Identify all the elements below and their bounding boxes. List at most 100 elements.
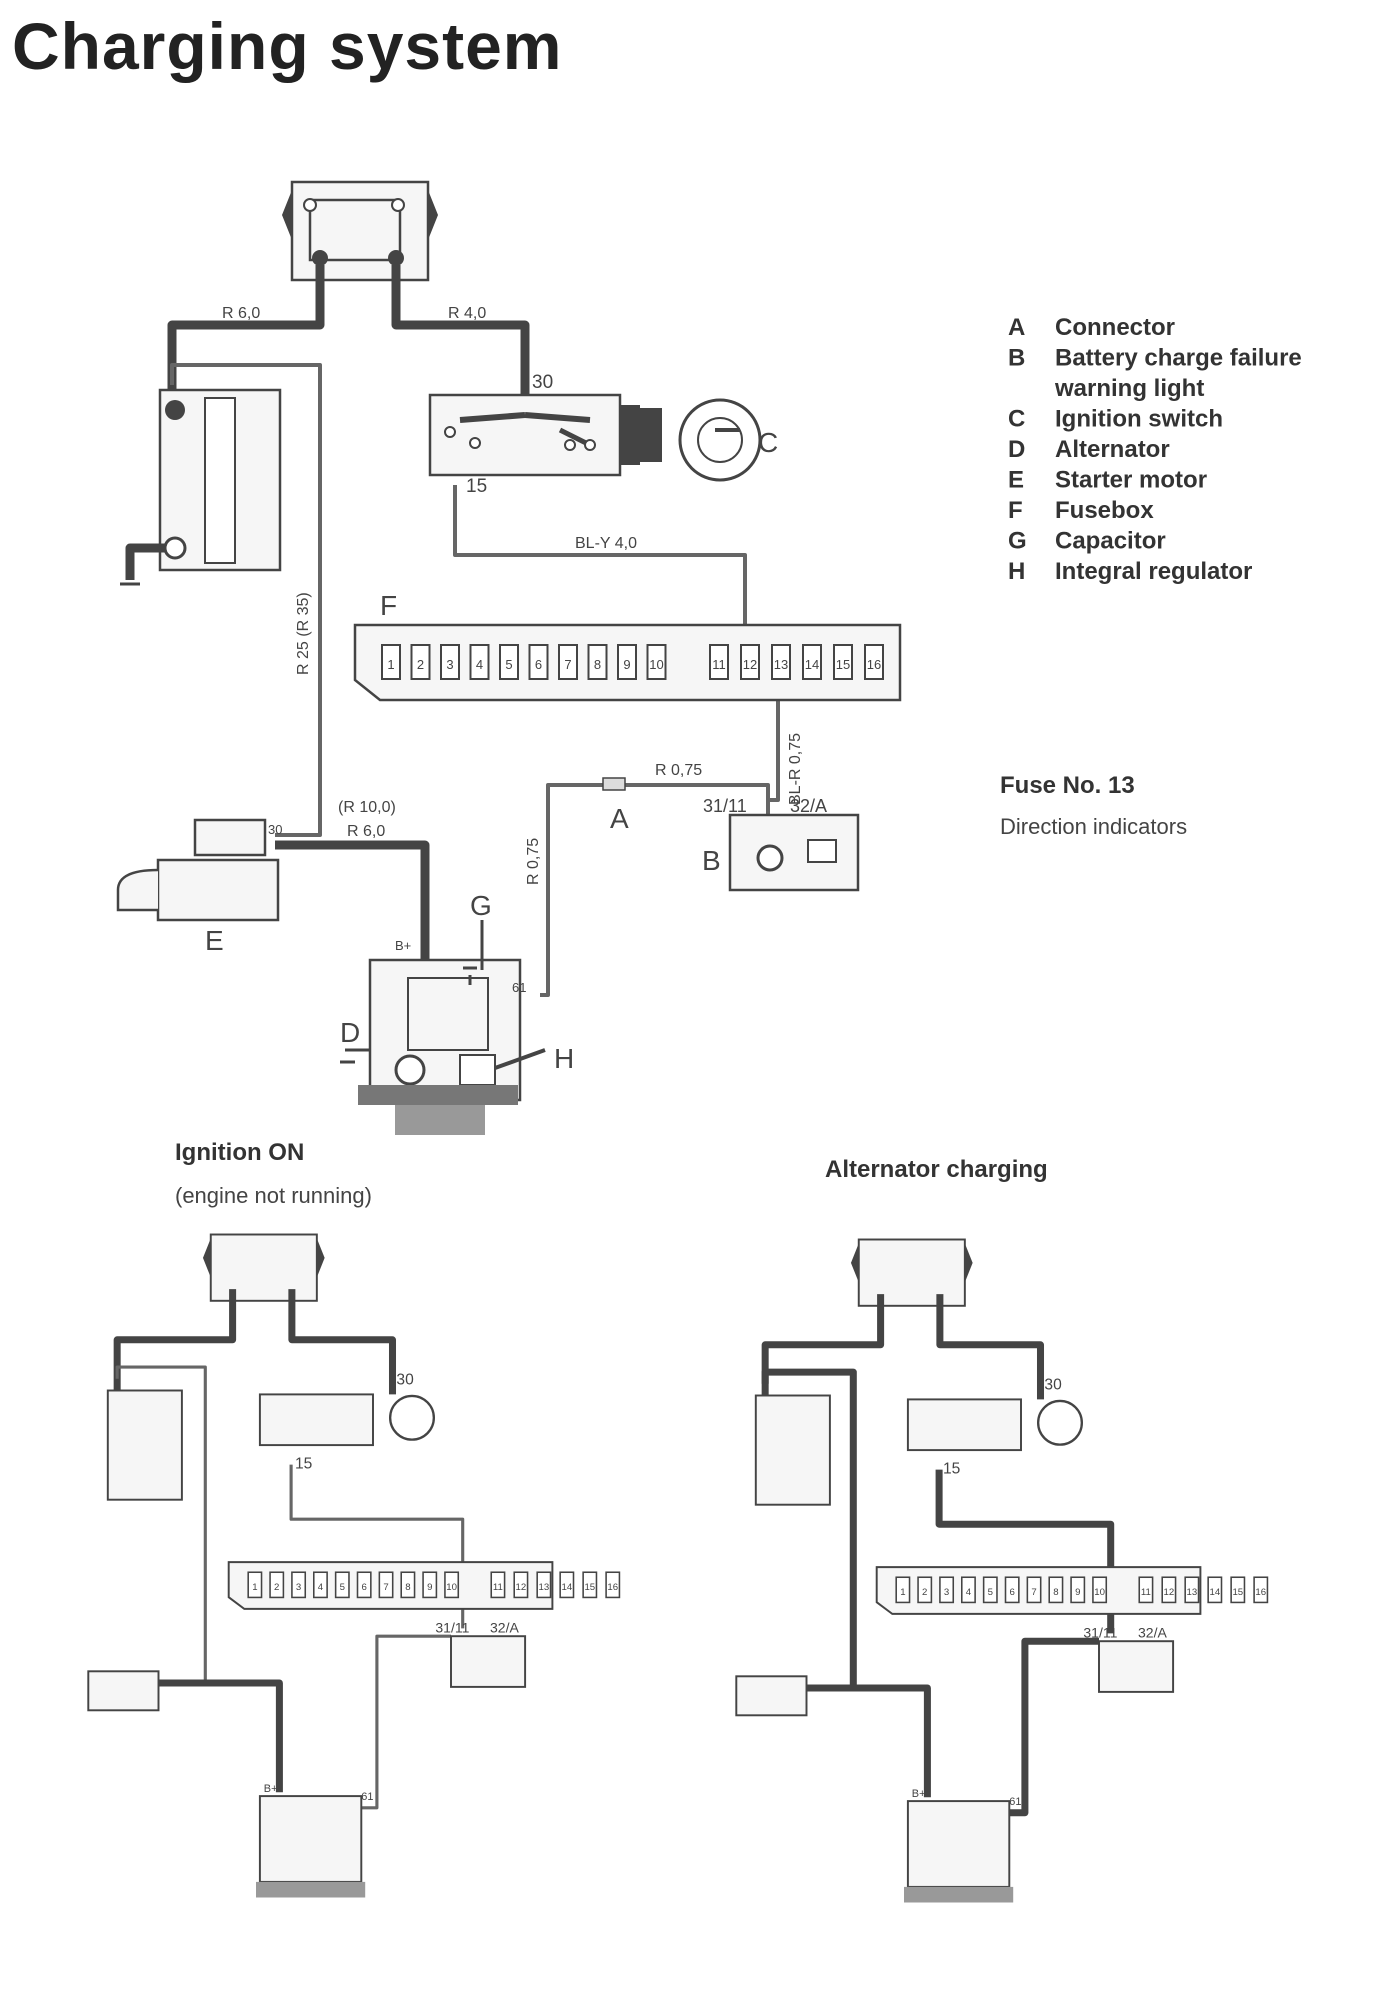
fuse-icon — [334, 1571, 350, 1599]
fuse-number: 11 — [712, 657, 726, 672]
fuse-number: 9 — [623, 657, 630, 672]
fuse-icon — [1161, 1576, 1177, 1604]
fuse-icon — [559, 1571, 575, 1599]
left-subdiagram-title: Ignition ON — [175, 1139, 304, 1166]
wire-label: R 0,75 — [525, 838, 542, 885]
terminal-label: 32/A — [790, 796, 827, 816]
fuse-icon — [864, 644, 884, 680]
fuse-icon — [833, 644, 853, 680]
alternator-icon — [340, 958, 522, 1135]
fuse-number: 8 — [1053, 1587, 1058, 1598]
fuse-icon — [1207, 1576, 1223, 1604]
legend-key: B — [1008, 345, 1025, 372]
fuse-icon — [444, 1571, 460, 1599]
fuse-note-title: Fuse No. 13 — [1000, 772, 1135, 799]
fuse-number: 2 — [922, 1587, 927, 1598]
fuse-icon — [1138, 1576, 1154, 1604]
legend-text: Fusebox — [1055, 497, 1154, 524]
ignition-switch-icon — [428, 393, 762, 482]
fuse-icon — [378, 1571, 394, 1599]
terminal-label: 30 — [532, 372, 553, 393]
legend-key: G — [1008, 528, 1027, 555]
fuse-number: 16 — [867, 657, 881, 672]
legend-text: warning light — [1054, 375, 1204, 402]
legend-key: D — [1008, 436, 1025, 463]
fuse-icon — [582, 1571, 598, 1599]
fuse-number: 12 — [1164, 1587, 1175, 1598]
fuse-icon — [1092, 1576, 1108, 1604]
fuse-number: 3 — [296, 1582, 301, 1593]
fuse-note-text: Direction indicators — [1000, 814, 1187, 839]
fuse-icon — [381, 644, 401, 680]
fuse-number: 13 — [774, 657, 788, 672]
legend-text: Capacitor — [1055, 528, 1166, 555]
fuse-icon — [400, 1571, 416, 1599]
fuse-number: 2 — [417, 657, 424, 672]
component-letter: E — [205, 925, 224, 956]
fuse-number: 4 — [966, 1587, 972, 1598]
fuse-number: 4 — [318, 1582, 324, 1593]
component-letter: A — [610, 803, 629, 834]
fuse-icon — [646, 644, 667, 680]
fuse-icon — [422, 1571, 438, 1599]
fuse-number: 11 — [493, 1582, 503, 1593]
fuse-number: 16 — [1255, 1587, 1266, 1598]
legend-key: A — [1008, 314, 1025, 341]
legend-key: F — [1008, 497, 1023, 524]
wire-label: R 6,0 — [347, 823, 385, 840]
legend-key: C — [1008, 406, 1025, 433]
fuse-number: 10 — [1094, 1587, 1105, 1598]
legend-text: Ignition switch — [1055, 406, 1223, 433]
fuse-number: 6 — [535, 657, 542, 672]
fuse-number: 14 — [1209, 1587, 1220, 1598]
fuse-icon — [1184, 1576, 1200, 1604]
component-letter: F — [380, 590, 397, 621]
fuse-number: 11 — [1141, 1587, 1151, 1598]
fuse-icon — [513, 1571, 529, 1599]
connector-block-icon — [282, 180, 438, 282]
fuse-icon — [536, 1571, 552, 1599]
fuse-icon — [895, 1576, 911, 1604]
starter-motor-icon — [116, 818, 280, 922]
legend-text: Connector — [1055, 314, 1175, 341]
legend-text: Integral regulator — [1055, 558, 1252, 585]
fuse-number: 1 — [900, 1587, 905, 1598]
fuse-number: 6 — [361, 1582, 366, 1593]
fuse-number: 12 — [516, 1582, 527, 1593]
fuse-number: 4 — [476, 657, 483, 672]
fuse-icon — [528, 644, 549, 680]
fuse-icon — [1253, 1576, 1269, 1604]
fuse-number: 2 — [274, 1582, 279, 1593]
fuse-icon — [490, 1571, 506, 1599]
wire-label: BL-Y 4,0 — [575, 535, 637, 552]
terminal-label: 30 — [268, 822, 282, 837]
fuse-icon — [469, 644, 490, 680]
legend-text: Starter motor — [1055, 467, 1207, 494]
fuse-icon — [558, 644, 578, 680]
terminal-label: 61 — [1009, 1796, 1021, 1808]
left-subdiagram-subtitle: (engine not running) — [175, 1183, 372, 1208]
fuse-number: 1 — [252, 1582, 257, 1593]
fuse-icon — [499, 644, 519, 680]
fuse-number: 14 — [561, 1582, 572, 1593]
fuse-icon — [939, 1576, 955, 1604]
fuse-number: 9 — [1075, 1587, 1080, 1598]
fuse-icon — [1070, 1576, 1086, 1604]
terminal-label: 15 — [466, 476, 487, 497]
fuse-icon — [269, 1571, 285, 1599]
right-subdiagram-title: Alternator charging — [825, 1156, 1048, 1183]
fuse-icon — [982, 1576, 998, 1604]
wire-label: (R 10,0) — [338, 799, 396, 816]
terminal-label: 15 — [295, 1456, 313, 1473]
fuse-icon — [1004, 1576, 1020, 1604]
component-letter: B — [702, 845, 721, 876]
terminal-label: 30 — [396, 1371, 414, 1388]
fuse-number: 15 — [1232, 1587, 1243, 1598]
terminal-label: 61 — [512, 980, 526, 995]
